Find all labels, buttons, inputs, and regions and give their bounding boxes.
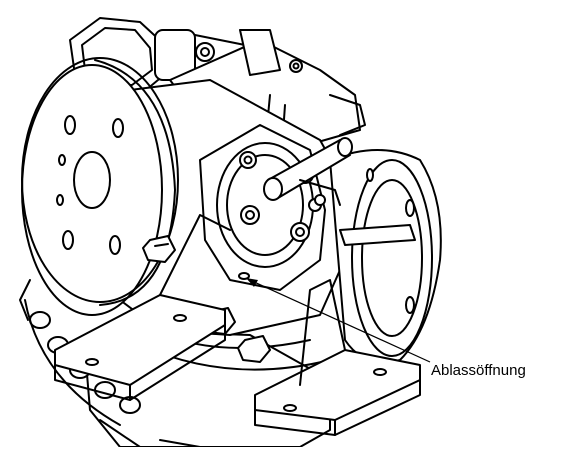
label-leader-line [246,278,431,363]
drain-opening-label: Ablassöffnung [431,362,526,379]
discharge-flange [329,149,442,364]
left-cover-disc [21,57,179,316]
front-foot-right [254,279,421,436]
drive-shaft [263,137,353,206]
drain-opening [238,272,250,280]
front-foot-left [54,214,231,401]
